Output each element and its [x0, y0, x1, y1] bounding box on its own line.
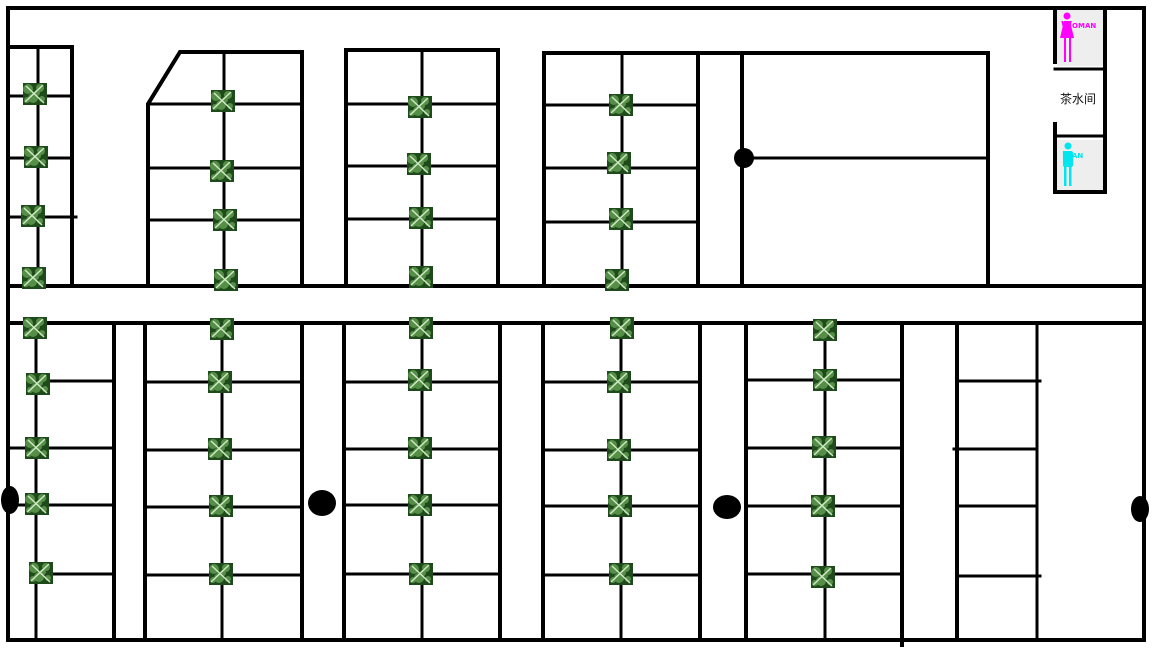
pillar-icon — [713, 495, 741, 519]
potted-plant-icon — [813, 319, 837, 341]
potted-plant-icon — [407, 153, 431, 175]
desk-block-bottom-6 — [952, 321, 1042, 642]
pillar-icon — [1, 486, 19, 514]
potted-plant-icon — [22, 267, 46, 289]
pillar-icon — [1131, 496, 1149, 522]
potted-plant-icon — [609, 208, 633, 230]
woman-icon — [1060, 12, 1074, 62]
potted-plant-icon — [408, 96, 432, 118]
potted-plant-icon — [21, 205, 45, 227]
potted-plant-icon — [409, 266, 433, 288]
potted-plant-icon — [408, 437, 432, 459]
potted-plant-icon — [409, 317, 433, 339]
potted-plant-icon — [210, 318, 234, 340]
pillars — [1, 148, 1149, 522]
potted-plant-icon — [209, 563, 233, 585]
restroom-walls — [1053, 6, 1107, 194]
potted-plant-icon — [812, 436, 836, 458]
potted-plant-icon — [811, 566, 835, 588]
meeting-rooms-top — [696, 51, 990, 288]
potted-plant-icon — [208, 438, 232, 460]
men-restroom-label: Man — [1062, 150, 1084, 161]
potted-plant-icon — [213, 209, 237, 231]
potted-plant-icon — [607, 152, 631, 174]
potted-plant-icon — [409, 207, 433, 229]
pillar-icon — [734, 148, 754, 168]
desk-block-bottom-4 — [541, 321, 702, 642]
plants — [21, 83, 837, 588]
potted-plant-icon — [214, 269, 238, 291]
potted-plant-icon — [24, 146, 48, 168]
potted-plant-icon — [408, 494, 432, 516]
desk-block-bottom-2 — [143, 321, 304, 642]
potted-plant-icon — [25, 437, 49, 459]
potted-plant-icon — [26, 373, 50, 395]
potted-plant-icon — [23, 83, 47, 105]
potted-plant-icon — [409, 563, 433, 585]
potted-plant-icon — [211, 90, 235, 112]
potted-plant-icon — [23, 317, 47, 339]
potted-plant-icon — [29, 562, 53, 584]
pillar-icon — [308, 490, 336, 516]
potted-plant-icon — [607, 439, 631, 461]
floor-walls — [6, 6, 1146, 647]
potted-plant-icon — [608, 495, 632, 517]
potted-plant-icon — [208, 371, 232, 393]
potted-plant-icon — [609, 563, 633, 585]
potted-plant-icon — [610, 317, 634, 339]
potted-plant-icon — [813, 369, 837, 391]
potted-plant-icon — [607, 371, 631, 393]
potted-plant-icon — [609, 94, 633, 116]
potted-plant-icon — [605, 269, 629, 291]
man-icon — [1063, 142, 1073, 186]
women-restroom-label: Woman — [1061, 20, 1097, 31]
pantry-label: 茶水间 — [1060, 92, 1097, 106]
potted-plant-icon — [408, 369, 432, 391]
potted-plant-icon — [210, 160, 234, 182]
potted-plant-icon — [209, 495, 233, 517]
desk-block-bottom-1 — [6, 321, 116, 642]
potted-plant-icon — [25, 493, 49, 515]
potted-plant-icon — [811, 495, 835, 517]
